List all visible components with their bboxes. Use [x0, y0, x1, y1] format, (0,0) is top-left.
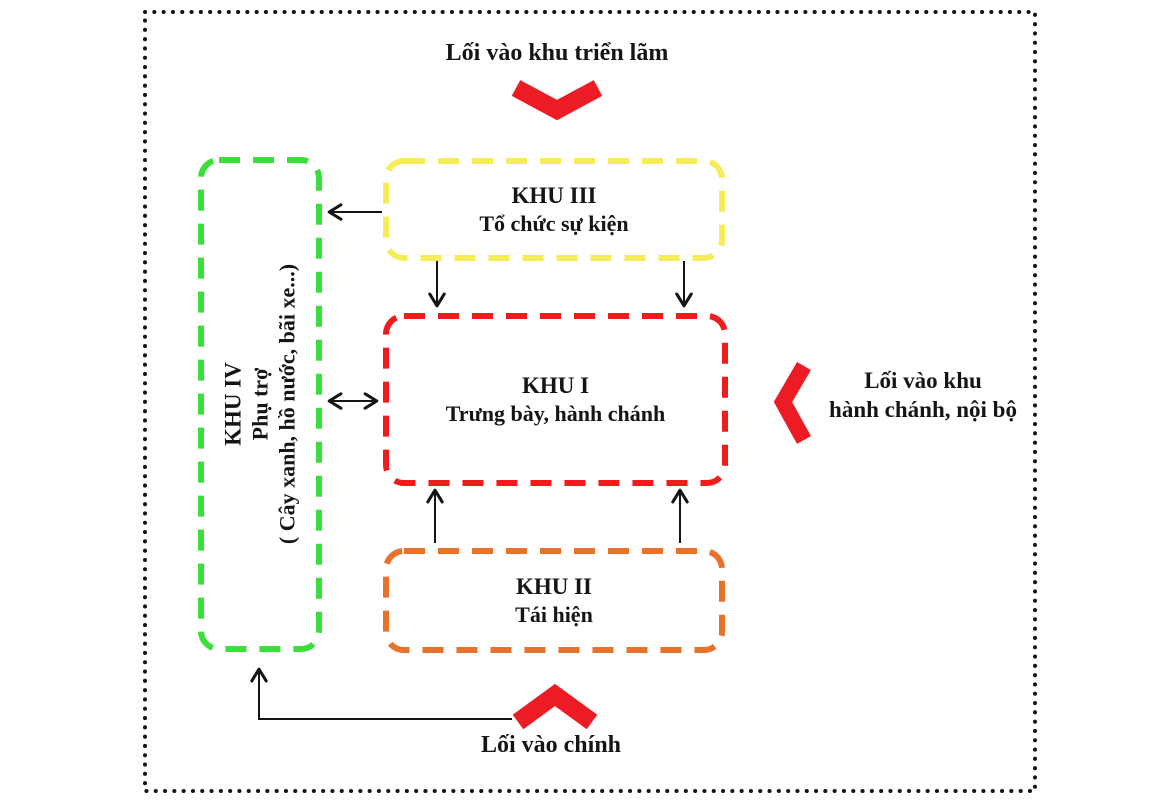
- admin-entrance-label-line1: Lối vào khu: [864, 368, 982, 393]
- zone-khu2-desc: Tái hiện: [515, 601, 593, 627]
- site-boundary-dotted-border: [143, 10, 1037, 793]
- zone-khu1-name: KHU I: [521, 372, 590, 398]
- exhibition-entrance-label: Lối vào khu triển lãm: [445, 40, 669, 66]
- zone-khu4-name: KHU IV: [220, 362, 246, 446]
- zone-box-khu4: [198, 157, 322, 652]
- admin-entrance-label-line2: hành chánh, nội bộ: [829, 397, 1017, 422]
- arrow-main-entrance-to-khu4: [250, 667, 512, 720]
- zone-khu4: KHU IV Phụ trợ ( Cây xanh, hồ nước, bãi …: [220, 144, 301, 664]
- zone-box-khu2: [383, 548, 725, 653]
- zone-khu4-desc: Phụ trợ: [247, 367, 273, 441]
- zone-khu2-name: KHU II: [515, 573, 593, 599]
- zone-khu2: KHU II Tái hiện: [386, 551, 722, 650]
- zone-khu4-detail: ( Cây xanh, hồ nước, bãi xe...): [274, 263, 300, 545]
- main-entrance-label: Lối vào chính: [480, 732, 622, 758]
- main-entrance-chevron-up-icon: [512, 683, 598, 730]
- admin-entrance-chevron-left-icon: [773, 361, 812, 444]
- zone-khu3-desc: Tổ chức sự kiện: [479, 210, 629, 236]
- zone-box-khu3: [383, 158, 725, 261]
- zone-khu1: KHU I Trưng bày, hành chánh: [386, 316, 725, 483]
- zone-box-khu1: [383, 313, 728, 486]
- zone-khu3-name: KHU III: [511, 182, 597, 208]
- zone-khu1-desc: Trưng bày, hành chánh: [445, 400, 666, 426]
- zone-khu3: KHU III Tổ chức sự kiện: [386, 161, 722, 258]
- admin-entrance-label: Lối vào khu hành chánh, nội bộ: [792, 366, 1054, 424]
- exhibition-entrance-chevron-down-icon: [511, 80, 603, 121]
